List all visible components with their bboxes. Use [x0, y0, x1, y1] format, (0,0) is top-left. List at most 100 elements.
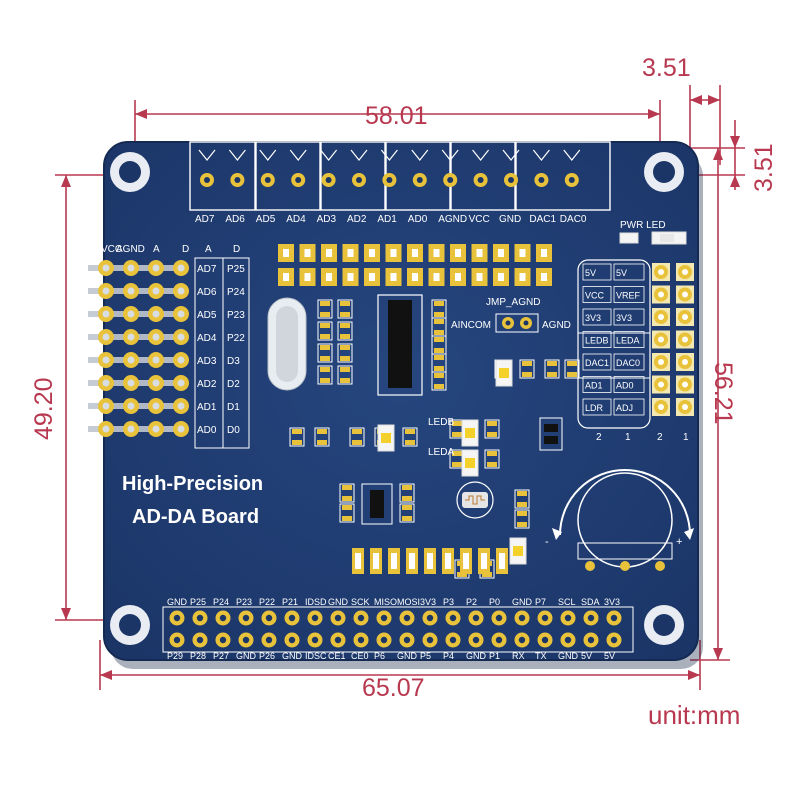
left-row-a-label: AD0 — [197, 425, 217, 436]
mounting-holes — [110, 152, 684, 645]
dim-width-bottom: 65.07 — [362, 674, 425, 702]
left-row-a-label: AD3 — [197, 356, 217, 367]
left-row-a-label: AD5 — [197, 310, 217, 321]
gpio-bottom-label: GND — [558, 651, 579, 661]
crystal-oscillator — [267, 297, 307, 391]
left-row-d-label: D1 — [227, 402, 240, 413]
gpio-bottom-label: P26 — [259, 651, 275, 661]
right-jumper-label: LEDA — [616, 336, 640, 346]
gpio-top-label: P2 — [466, 597, 477, 607]
right-jumper-label: AD0 — [616, 381, 634, 391]
gpio-bottom-label: CE0 — [351, 651, 369, 661]
gpio-bottom-label: IDSC — [305, 651, 327, 661]
terminal-label: AD5 — [256, 214, 276, 225]
right-jumper-label: DAC0 — [616, 358, 640, 368]
gpio-bottom-label: 5V — [604, 651, 615, 661]
right-jumper-label: VREF — [616, 291, 641, 301]
right-jumper-bottom-label: 2 — [657, 432, 663, 443]
right-jumper-label: ADJ — [616, 403, 633, 413]
mid-pin-header — [278, 244, 552, 286]
terminal-label: DAC0 — [560, 214, 587, 225]
gpio-top-label: SCK — [351, 597, 370, 607]
gpio-top-label: IDSD — [305, 597, 327, 607]
dim-hole-offset-y: 3.51 — [750, 143, 778, 192]
terminal-label: GND — [499, 214, 521, 225]
dimension-arrows — [61, 95, 740, 680]
gpio-top-label: 3V3 — [604, 597, 620, 607]
right-jumper-label: DAC1 — [585, 358, 609, 368]
gpio-bottom-label: 5V — [581, 651, 592, 661]
terminal-label: AD0 — [408, 214, 428, 225]
right-jumper-label: 5V — [616, 268, 627, 278]
pcb-board — [103, 141, 699, 661]
dim-height-right: 56.21 — [709, 362, 737, 425]
gpio-top-label: SDA — [581, 597, 600, 607]
left-row-a-label: AD7 — [197, 264, 217, 275]
dim-height-left: 49.20 — [30, 377, 58, 440]
left-header-top-label: D — [182, 244, 189, 255]
gpio-top-label: P23 — [236, 597, 252, 607]
gpio-bottom-label: RX — [512, 651, 525, 661]
left-row-d-label: D0 — [227, 425, 240, 436]
right-jumper-block — [577, 259, 694, 429]
pwr-led-label: PWR LED — [620, 220, 666, 231]
smd-components — [289, 299, 580, 579]
potentiometer — [552, 469, 694, 571]
right-jumper-label: LEDB — [585, 336, 609, 346]
left-row-d-label: D3 — [227, 356, 240, 367]
pot-plus-label: + — [676, 536, 682, 548]
pwr-led — [619, 231, 687, 245]
gpio-bottom-label: GND — [236, 651, 257, 661]
left-header-top-label: D — [233, 244, 240, 255]
terminal-label: VCC — [469, 214, 490, 225]
left-row-a-label: AD1 — [197, 402, 217, 413]
left-row-d-label: P22 — [227, 333, 245, 344]
terminal-label: AD1 — [377, 214, 397, 225]
terminal-label: AD6 — [225, 214, 245, 225]
jmp-agnd-jumper — [495, 313, 539, 333]
gpio-top-label: 3V3 — [420, 597, 436, 607]
gpio-bottom-label: P1 — [489, 651, 500, 661]
right-jumper-label: 3V3 — [585, 313, 601, 323]
dim-hole-offset-x: 3.51 — [642, 54, 691, 82]
adc-chip — [377, 294, 423, 396]
left-row-d-label: P25 — [227, 264, 245, 275]
aincom-label: AINCOM — [451, 320, 491, 331]
terminal-label: AD2 — [347, 214, 367, 225]
gpio-bottom-label: P29 — [167, 651, 183, 661]
right-jumper-label: AD1 — [585, 381, 603, 391]
terminal-label: AGND — [438, 214, 467, 225]
pot-minus-label: - — [545, 536, 549, 548]
left-row-a-label: AD2 — [197, 379, 217, 390]
photoresistor — [456, 481, 494, 519]
screw-terminal-pads — [200, 173, 579, 187]
right-jumper-label: 5V — [585, 268, 596, 278]
gpio-top-label: P24 — [213, 597, 229, 607]
left-header-top-label: A — [205, 244, 212, 255]
gpio-bottom-label: GND — [466, 651, 487, 661]
terminal-label: AD4 — [286, 214, 306, 225]
gpio-top-label: P0 — [489, 597, 500, 607]
gpio-bottom-label: TX — [535, 651, 547, 661]
board-title-line1: High-Precision — [122, 473, 263, 495]
right-jumper-bottom-label: 1 — [625, 432, 631, 443]
gpio-top-label: GND — [512, 597, 533, 607]
terminal-label: AD3 — [317, 214, 337, 225]
right-jumper-label: LDR — [585, 403, 604, 413]
gpio-labels: GNDP29P25P28P24P27P23GNDP22P26P21GNDIDSD… — [167, 597, 620, 661]
gpio-bottom-label: CE1 — [328, 651, 346, 661]
terminal-label: AD7 — [195, 214, 215, 225]
right-jumper-label: VCC — [585, 291, 605, 301]
unit-label: unit:mm — [648, 700, 741, 730]
leda-label: LEDA — [428, 447, 454, 458]
dimension-lines — [55, 85, 745, 690]
gpio-top-label: P21 — [282, 597, 298, 607]
gpio-top-label: P22 — [259, 597, 275, 607]
agnd-label: AGND — [542, 320, 571, 331]
left-row-a-label: AD6 — [197, 287, 217, 298]
board-title-line2: AD-DA Board — [132, 506, 259, 528]
left-row-a-label: AD4 — [197, 333, 217, 344]
ledb-label: LEDB — [428, 417, 454, 428]
